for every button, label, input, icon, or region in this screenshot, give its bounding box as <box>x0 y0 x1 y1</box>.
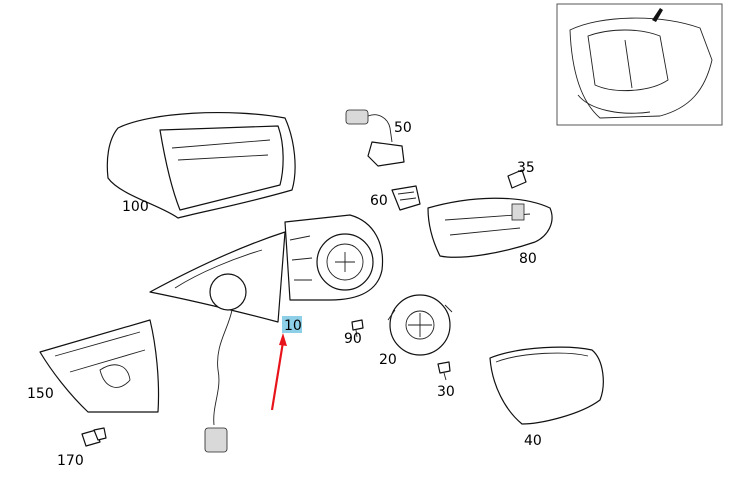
part-80-lower-cover: 80 <box>427 197 553 267</box>
vehicle-locator-inset <box>556 3 723 126</box>
red-pointer-arrow <box>270 333 287 411</box>
part-150-triangle-trim: 150 <box>27 319 160 413</box>
part-40-mirror-glass: 40 <box>489 346 604 449</box>
highlight-box-10 <box>282 316 302 333</box>
label-170: 170 <box>57 453 84 469</box>
label-60: 60 <box>370 193 388 209</box>
label-150: 150 <box>27 386 54 402</box>
label-90: 90 <box>344 331 362 347</box>
label-20: 20 <box>379 352 397 368</box>
part-35-small-pin: 35 <box>507 160 535 189</box>
part-90-screw: 90 <box>344 319 364 347</box>
callout-part-10: 10 <box>282 316 302 334</box>
part-50-connector-harness: 50 <box>345 109 412 167</box>
part-30-screw: 30 <box>437 361 455 400</box>
label-80: 80 <box>519 251 537 267</box>
part-170-screw: 170 <box>57 427 107 469</box>
label-100: 100 <box>122 199 149 215</box>
label-30: 30 <box>437 384 455 400</box>
part-100-mirror-housing-cover: 100 <box>106 111 296 219</box>
part-20-adjuster-plate: 20 <box>379 294 453 368</box>
label-40: 40 <box>524 433 542 449</box>
label-35: 35 <box>517 160 535 176</box>
part-10-mirror-base-assembly <box>149 214 384 453</box>
label-10: 10 <box>284 318 302 334</box>
label-50: 50 <box>394 120 412 136</box>
part-60-clip: 60 <box>370 185 421 211</box>
